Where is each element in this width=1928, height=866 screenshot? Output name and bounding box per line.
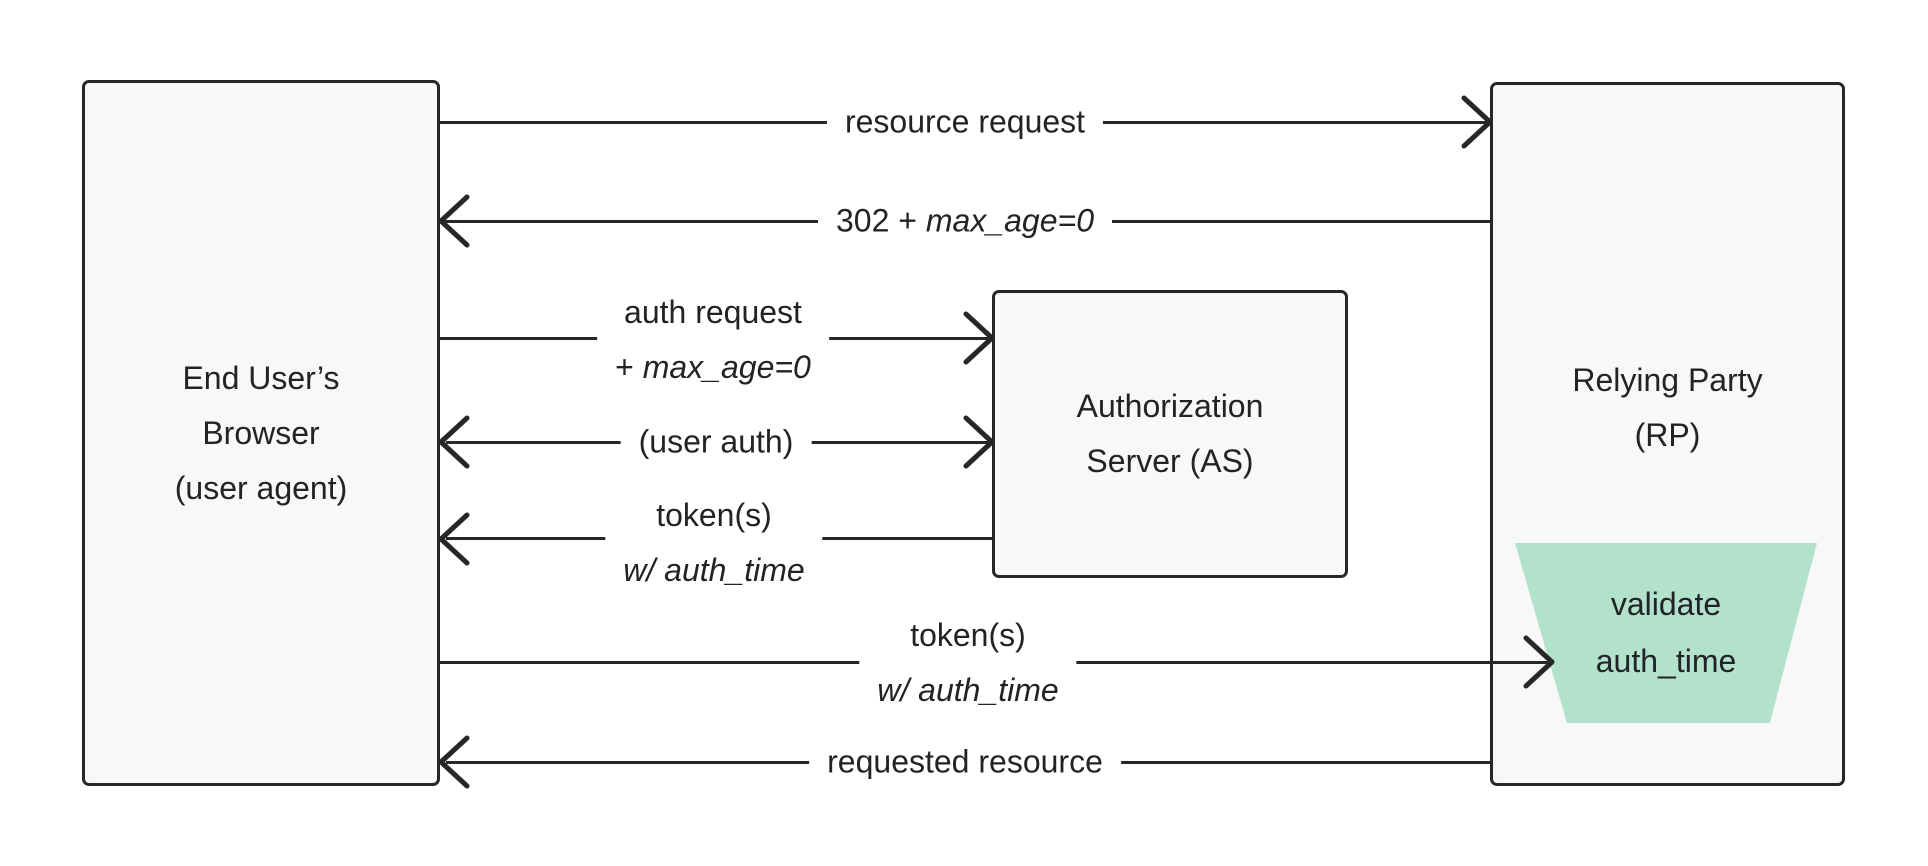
box-label-line: Relying Party [1572,362,1763,398]
arrow-label-plain: + [615,349,643,385]
box-label-line: End User’s [182,359,340,396]
auth-server-box-label: Authorization Server (AS) [1077,379,1264,489]
arrow-label-line: w/ auth_time [623,552,805,588]
validate-step-line: auth_time [1595,643,1737,679]
requested-resource-arrow-label: requested resource [809,734,1121,790]
box-label-line: Server (AS) [1086,443,1254,479]
box-label-line: Authorization [1076,388,1264,424]
browser-box: End User’s Browser (user agent) [82,80,440,786]
box-label-line: (RP) [1634,417,1701,453]
validate-step-line: validate [1610,586,1722,622]
tokens-to-rp-arrow-label: token(s) w/ auth_time [859,608,1077,718]
arrow-label-line: w/ auth_time [877,672,1059,708]
auth-server-box: Authorization Server (AS) [992,290,1348,578]
user-auth-arrow-label: (user auth) [620,414,812,470]
arrow-label-line: requested resource [827,743,1103,780]
user-auth-arrowhead-right-icon [963,415,995,469]
auth-request-arrow-label: auth request + max_age=0 [597,285,829,395]
arrow-label-line: 302 + max_age=0 [836,194,1094,249]
tokens-to-browser-arrowhead-left-icon [438,512,470,566]
validate-auth-time-step: validate auth_time [1515,543,1817,723]
resource-request-arrow-label: resource request [826,94,1104,150]
arrow-label-line: token(s) [656,497,772,533]
redirect-302-arrowhead-left-icon [438,194,470,248]
auth-request-arrowhead-right-icon [963,311,995,365]
requested-resource-arrowhead-left-icon [438,735,470,789]
tokens-to-rp-arrowhead-right-icon [1523,635,1555,689]
browser-box-label: End User’s Browser (user agent) [175,351,348,516]
arrow-label-italic: max_age=0 [925,202,1094,239]
box-label-line: (user agent) [174,469,348,506]
arrow-label-line: (user auth) [638,423,794,460]
arrow-label-line: auth request [624,294,802,330]
arrow-label-italic: max_age=0 [642,349,811,385]
redirect-302-arrow-label: 302 + max_age=0 [818,193,1112,249]
resource-request-arrowhead-right-icon [1461,95,1493,149]
user-auth-arrowhead-left-icon [438,415,470,469]
arrow-label-line: resource request [844,103,1086,140]
arrow-label-line: + max_age=0 [615,340,811,395]
arrow-label-line: token(s) [910,617,1026,653]
arrow-label-plain: 302 + [836,202,926,239]
tokens-to-browser-arrow-label: token(s) w/ auth_time [605,488,823,598]
relying-party-box-label: Relying Party (RP) [1572,353,1762,463]
box-label-line: Browser [202,414,320,451]
